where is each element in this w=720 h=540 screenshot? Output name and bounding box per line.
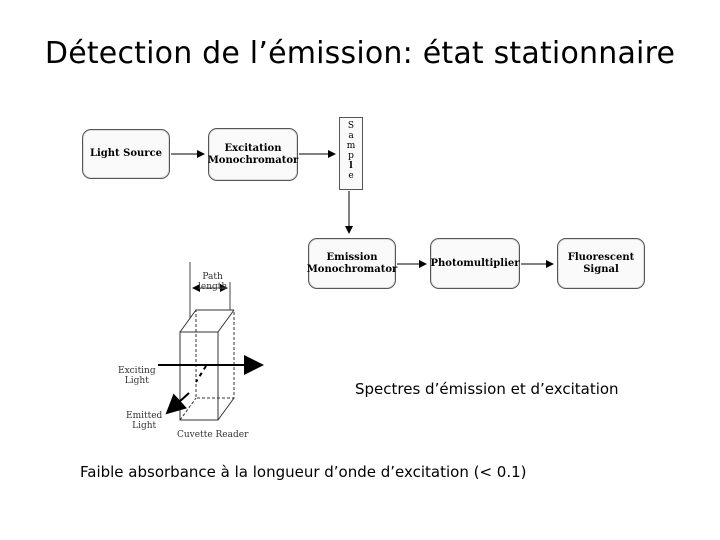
emission-monochromator-box: Emission Monochromator [306,238,398,289]
fluorescent-signal-box: Fluorescent Signal [557,238,645,289]
emitted-light-label: Emitted Light [126,401,162,431]
sample-letter: m [346,141,356,151]
exciting-light-label: Exciting Light [118,356,156,386]
excitation-monochromator-box: Excitation Monochromator [208,128,298,181]
exciting-light-text: Exciting Light [118,366,156,386]
slide-title: Détection de l’émission: état stationnai… [44,36,676,71]
emitted-light-text: Emitted Light [126,411,163,431]
emitted-light-dash [195,365,207,383]
photomultiplier-box: Photomultiplier [430,238,520,289]
cuvette-reader-text: Cuvette Reader [177,430,249,440]
emitted-light-beam [165,392,190,415]
sample-letter: e [348,171,354,181]
excitation-monochromator-label: Excitation Monochromator [207,142,299,166]
caption-spectres: Spectres d’émission et d’excitation [355,380,619,398]
sample-letter: a [348,131,354,141]
path-length-text: Path length [198,272,228,292]
cuvette [179,309,235,421]
emission-monochromator-label: Emission Monochromator [306,251,398,275]
sample-box: S a m p l e [339,117,363,190]
sample-letter: S [347,121,355,131]
photomultiplier-label: Photomultiplier [430,257,520,269]
light-source-label: Light Source [89,148,163,159]
path-length-label: Path length [198,262,227,292]
fluorescent-signal-label: Fluorescent Signal [567,251,635,275]
sample-letter: l [349,161,353,171]
cuvette-reader-label: Cuvette Reader [177,430,248,440]
sample-letter: p [348,151,354,161]
light-source-box: Light Source [82,129,170,179]
caption-faible-absorbance: Faible absorbance à la longueur d’onde d… [80,463,527,481]
